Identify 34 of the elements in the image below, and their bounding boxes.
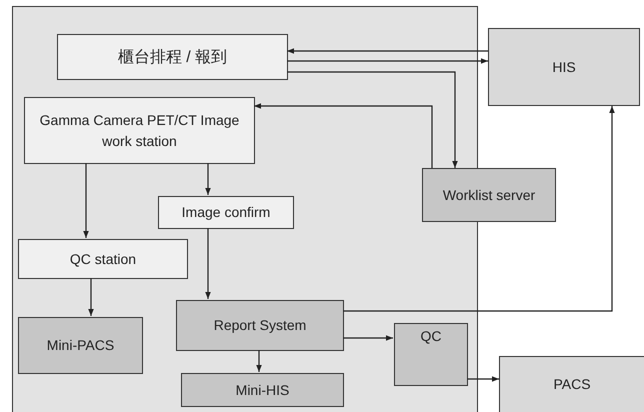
process-box — [158, 196, 294, 229]
system-box — [499, 356, 644, 412]
arrow — [343, 106, 615, 312]
arrow — [467, 376, 499, 382]
system-box — [488, 28, 640, 106]
label-text: PACS — [552, 376, 592, 393]
arrow — [287, 58, 488, 64]
server-box — [422, 168, 556, 222]
process-box — [24, 97, 255, 164]
arrow — [205, 163, 211, 195]
label-text: Image confirm — [180, 204, 272, 221]
arrow — [254, 103, 433, 168]
arrow — [256, 350, 262, 372]
arrow — [343, 335, 393, 341]
label-text: QC — [420, 328, 442, 345]
system-box — [394, 323, 468, 386]
process-box — [57, 34, 288, 80]
arrow — [287, 48, 488, 54]
process-box — [18, 239, 188, 279]
system-box — [18, 317, 143, 374]
label-text: Worklist server — [442, 186, 536, 204]
arrow — [88, 278, 94, 316]
label-text: Mini-PACS — [46, 337, 116, 354]
system-box — [181, 373, 344, 407]
arrow — [83, 163, 89, 238]
arrow — [205, 228, 211, 299]
label-text: Mini-HIS — [234, 382, 290, 398]
label-text: QC station — [68, 250, 138, 268]
label-text: 櫃台排程 / 報到 — [116, 48, 228, 66]
label-text: Gamma Camera PET/CT Image work station — [38, 110, 240, 150]
label-text: HIS — [551, 58, 577, 76]
arrow — [287, 71, 458, 168]
system-box — [176, 300, 344, 351]
label-text: Report System — [212, 317, 308, 334]
